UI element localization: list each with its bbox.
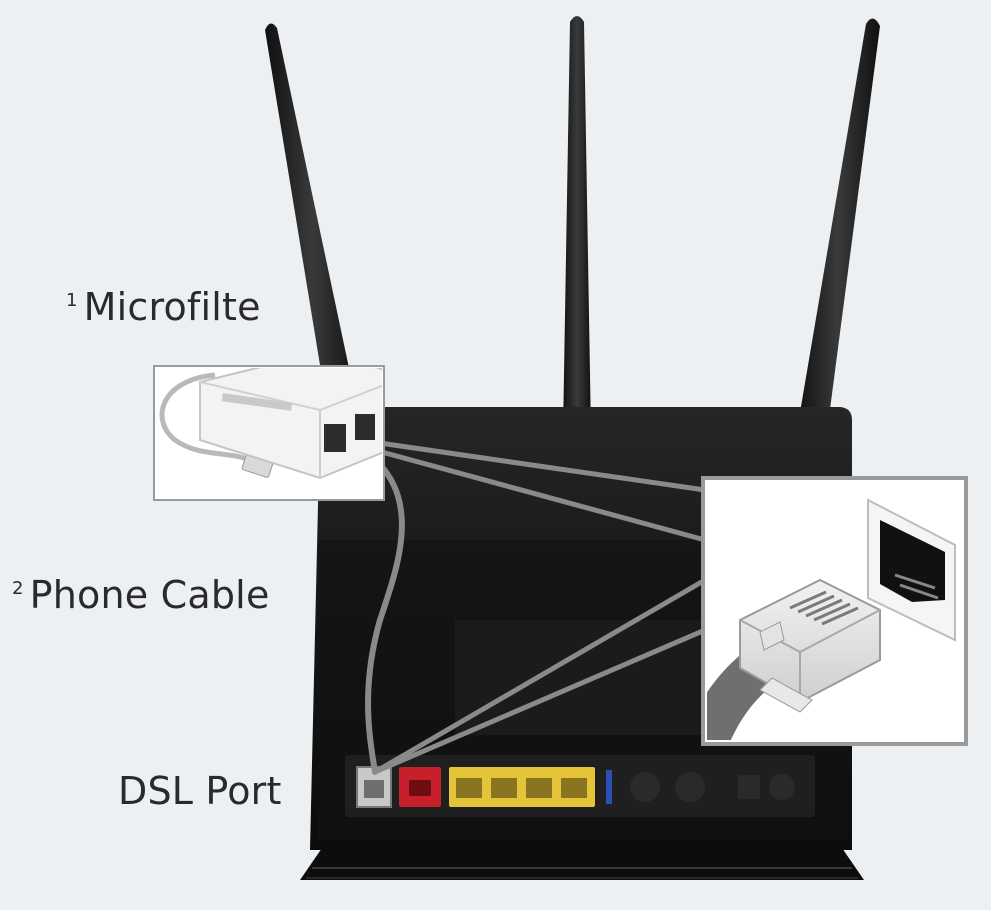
lan-port-4 <box>561 778 587 798</box>
cables <box>342 435 708 775</box>
lan-port-holes <box>456 778 587 798</box>
dsl-port-text: DSL Port <box>118 769 282 813</box>
microfilter-cord <box>159 372 257 465</box>
wps-indicator <box>606 770 612 804</box>
usb-port <box>630 772 660 802</box>
callout-line-1 <box>342 435 708 493</box>
antenna-center <box>562 16 592 492</box>
router-stand <box>300 848 864 880</box>
lan-port-2 <box>491 778 517 798</box>
antenna-left <box>265 23 360 427</box>
connector-callout <box>701 476 968 746</box>
microfilter-text: Microfilte <box>83 285 261 329</box>
power-jack <box>769 774 795 800</box>
microfilter-jack-phone <box>355 414 375 440</box>
reset-button <box>675 772 705 802</box>
phone-cable <box>342 437 405 775</box>
callout-line-3 <box>372 577 708 775</box>
lan-port-3 <box>526 778 552 798</box>
microfilter-number: 1 <box>66 290 78 311</box>
phone-cable-text: Phone Cable <box>29 573 270 617</box>
antennas <box>265 16 880 492</box>
microfilter-jack-line <box>324 424 346 452</box>
rj11-plug <box>739 578 881 713</box>
antenna-right <box>796 18 880 440</box>
port-panel <box>345 755 815 817</box>
phone-cable-number: 2 <box>12 578 24 599</box>
callout-line-4 <box>372 627 708 775</box>
callout-line-2 <box>342 439 708 543</box>
wall-socket <box>867 498 956 642</box>
microfilter-callout <box>153 365 385 501</box>
power-switch <box>738 775 760 799</box>
lan-ports <box>449 767 595 807</box>
lan-port-1 <box>456 778 482 798</box>
dsl-port-label: DSL Port <box>118 772 282 810</box>
